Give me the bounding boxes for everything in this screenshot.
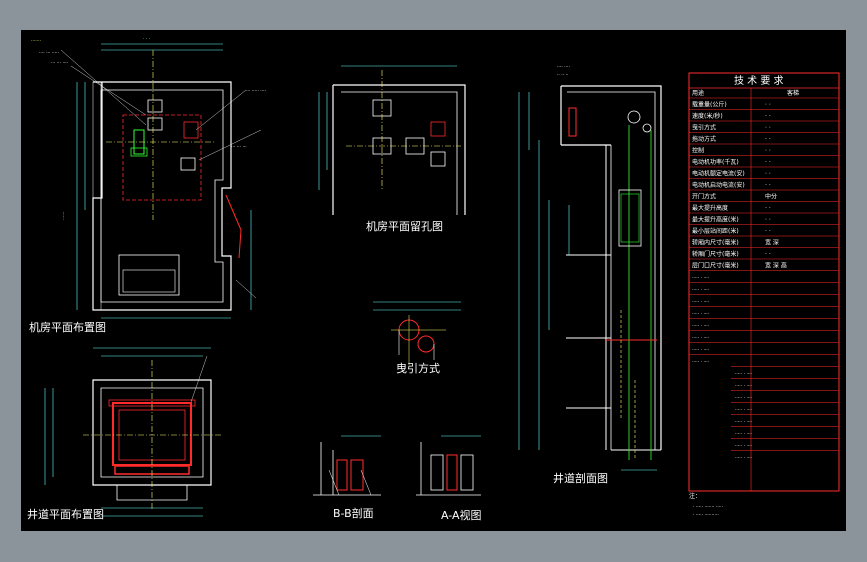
view-title-machine-room-layout: 机房平面布置图 — [29, 320, 106, 334]
view-title-view-aa: A-A视图 — [441, 508, 482, 522]
spec-table-row-label: 载重量(公斤) — [692, 101, 727, 109]
spec-table-row-label: 控制 — [692, 147, 704, 155]
spec-table-row-value: · · — [765, 113, 771, 120]
spec-table-cell-placeholder: ····· · ···· — [692, 276, 709, 281]
svg-text:··· ····· ····: ··· ····· ···· — [246, 89, 266, 94]
spec-table-row-value: · · — [765, 182, 771, 189]
spec-table-row-label: 曳引方式 — [692, 124, 716, 132]
svg-text:· ····· ··········: · ····· ·········· — [693, 513, 719, 518]
spec-table-rows: 载重量(公斤) · · 速度(米/秒) · · 曳引方式 · · 拖动方式 · · 控制 · · 电… — [689, 88, 839, 491]
svg-text:·······: ······· — [31, 39, 41, 44]
spec-table-row-value: · · — [765, 136, 771, 143]
spec-table-header-param: 用途 — [692, 89, 704, 97]
spec-table-cell-placeholder: ····· · ···· — [735, 372, 752, 377]
svg-text:···· ··· ·····: ···· ··· ····· — [39, 51, 59, 56]
spec-table-cell-placeholder: ····· · ···· — [692, 288, 709, 293]
spec-table-row-label: 轿厢门尺寸(毫米) — [692, 250, 739, 258]
spec-table-cell-placeholder: ····· · ···· — [692, 312, 709, 317]
spec-table-row-label: 电动机额定电流(安) — [692, 170, 745, 178]
section-bb-view: B-B剖面 — [313, 435, 381, 520]
spec-table-row-label: 电动机启动电流(安) — [692, 181, 745, 189]
spec-table-cell-placeholder: ····· · ···· — [735, 396, 752, 401]
spec-table-row-value: · · — [765, 171, 771, 178]
spec-table-row-value: · · — [765, 205, 771, 212]
svg-text:··· ··· ···: ··· ··· ··· — [231, 145, 247, 150]
shaft-section-view: ···· ···· ·· ·· ·· 井道剖面图 — [518, 65, 662, 485]
spec-table-row-label: 最大提升高度(米) — [692, 216, 739, 224]
svg-text:· ····· ······· ·····: · ····· ······· ····· — [693, 505, 723, 510]
spec-table-header-value: 客梯 — [787, 89, 799, 97]
spec-table-cell-placeholder: ····· · ···· — [735, 432, 752, 437]
drawing-canvas: ······· ···· ··· ····· ··· ··· ···· ··· … — [27, 37, 840, 522]
svg-text:· · ·: · · · — [143, 37, 150, 42]
view-aa: A-A视图 — [416, 435, 482, 522]
spec-table-row-label: 最小层站间距(米) — [692, 227, 739, 235]
spec-table-cell-placeholder: ····· · ···· — [692, 336, 709, 341]
machine-room-layout-view: ······· ···· ··· ····· ··· ··· ···· ··· … — [29, 37, 266, 334]
spec-table: 技 术 要 求 用途 客梯 载重量(公斤) · · 速度(米/秒) · · 曳引方式 · … — [688, 72, 840, 518]
spec-table-cell-placeholder: ····· · ···· — [735, 384, 752, 389]
view-title-traction-method: 曳引方式 — [396, 361, 440, 375]
spec-table-row-value: · · — [765, 217, 771, 224]
spec-table-cell-placeholder: ····· · ···· — [692, 348, 709, 353]
spec-table-row-label: 拖动方式 — [692, 135, 716, 143]
spec-table-cell-placeholder: ····· · ···· — [692, 360, 709, 365]
spec-table-cell-placeholder: ····· · ···· — [735, 408, 752, 413]
spec-table-row-label: 层门口尺寸(毫米) — [692, 262, 739, 270]
spec-table-row-value: · · — [765, 102, 771, 109]
view-title-shaft-plan: 井道平面布置图 — [27, 507, 104, 521]
svg-text:·· ·· ··: ·· ·· ·· — [557, 73, 568, 78]
spec-table-row-label: 开门方式 — [692, 193, 716, 201]
svg-text:···· ····: ···· ···· — [557, 65, 570, 70]
spec-table-row-label: 最大提升高度 — [692, 204, 728, 212]
spec-table-cell-placeholder: ····· · ···· — [692, 324, 709, 329]
cad-drawing-sheet[interactable]: ······· ···· ··· ····· ··· ··· ···· ··· … — [21, 30, 846, 531]
spec-table-row-label: 轿厢内尺寸(毫米) — [692, 239, 739, 247]
spec-table-cell-placeholder: ····· · ···· — [735, 420, 752, 425]
spec-table-row-value: · · — [765, 228, 771, 235]
spec-table-row-value: 中分 — [765, 193, 777, 201]
view-title-section-bb: B-B剖面 — [333, 506, 374, 520]
spec-table-row-value: · · — [765, 159, 771, 166]
spec-table-cell-placeholder: ····· · ···· — [735, 456, 752, 461]
spec-table-row-value: · · — [765, 125, 771, 132]
spec-table-row-label: 速度(米/秒) — [692, 112, 723, 120]
svg-text:··· ··· ····: ··· ··· ···· — [51, 61, 68, 66]
traction-method-view: 曳引方式 — [373, 301, 461, 375]
spec-table-cell-placeholder: ····· · ···· — [735, 444, 752, 449]
shaft-plan-view: 井道平面布置图 — [27, 347, 221, 521]
view-title-machine-room-holes: 机房平面留孔图 — [366, 219, 443, 233]
spec-table-row-value: · · — [765, 148, 771, 155]
machine-room-holes-view: 机房平面留孔图 — [318, 65, 466, 233]
spec-table-row-value: 宽 深 高 — [765, 262, 787, 270]
spec-table-title: 技 术 要 求 — [734, 74, 784, 87]
spec-table-cell-placeholder: ····· · ···· — [692, 300, 709, 305]
spec-table-row-label: 电动机功率(千瓦) — [692, 158, 739, 166]
view-title-shaft-section: 井道剖面图 — [553, 471, 608, 485]
svg-text:······: ······ — [62, 211, 67, 220]
spec-table-notes-label: 注： — [689, 492, 701, 500]
spec-table-row-value: 宽 深 — [765, 239, 779, 247]
spec-table-row-value: · · — [765, 251, 771, 258]
